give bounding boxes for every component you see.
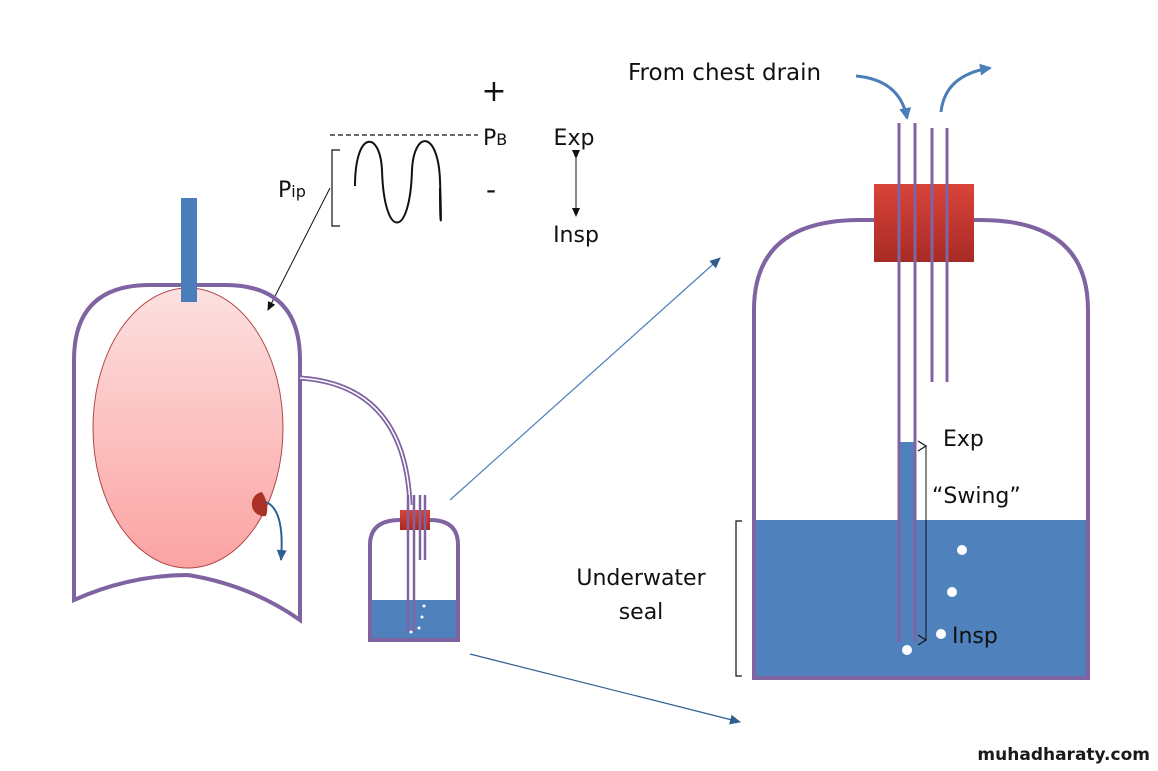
trachea: [181, 198, 197, 302]
bubble: [957, 545, 967, 555]
underwater-label-line2: seal: [619, 600, 664, 625]
bubble: [902, 645, 912, 655]
large-bottle-outline: [752, 218, 1090, 680]
watermark: muhadharaty.com: [977, 745, 1150, 765]
exp-label-right: Exp: [943, 427, 984, 452]
chest: [72, 198, 302, 624]
pip-label: Pip: [278, 178, 306, 203]
insp-label-right: Insp: [952, 624, 998, 649]
water-reservoir: [754, 520, 1088, 678]
tube-water-column: [899, 442, 915, 642]
chest-wall: [72, 283, 302, 624]
pointer-arrow-pleural-space: [267, 187, 331, 311]
underwater-seal-bracket: [735, 520, 742, 677]
air-leak: [251, 492, 268, 517]
small-bottle: [368, 495, 460, 642]
from-chest-drain-label: From chest drain: [628, 60, 821, 86]
pip-bracket: [331, 149, 340, 227]
pressure-graph: + PB - Pip Exp Insp: [267, 74, 599, 311]
lung: [92, 287, 284, 569]
outflow-arrow: [939, 63, 992, 113]
bubble: [936, 629, 946, 639]
bubble: [947, 587, 957, 597]
plus-sign: +: [481, 74, 506, 109]
underwater-label-line1: Underwater: [576, 566, 706, 591]
large-bottle-bung: [874, 184, 974, 262]
zoom-arrow-bottom: [469, 653, 741, 725]
zoom-arrow-top: [449, 257, 721, 501]
pressure-wave: [354, 140, 442, 224]
pb-label: PB: [483, 126, 507, 151]
leak-arrow: [265, 501, 287, 561]
insp-label-top: Insp: [553, 223, 599, 248]
inflow-arrow: [855, 74, 912, 120]
large-bottle: Exp “Swing” Insp: [752, 123, 1090, 680]
drain-tube: [299, 375, 413, 506]
exp-label-top: Exp: [554, 126, 595, 151]
swing-label: “Swing”: [932, 484, 1021, 509]
minus-sign: -: [486, 173, 496, 206]
